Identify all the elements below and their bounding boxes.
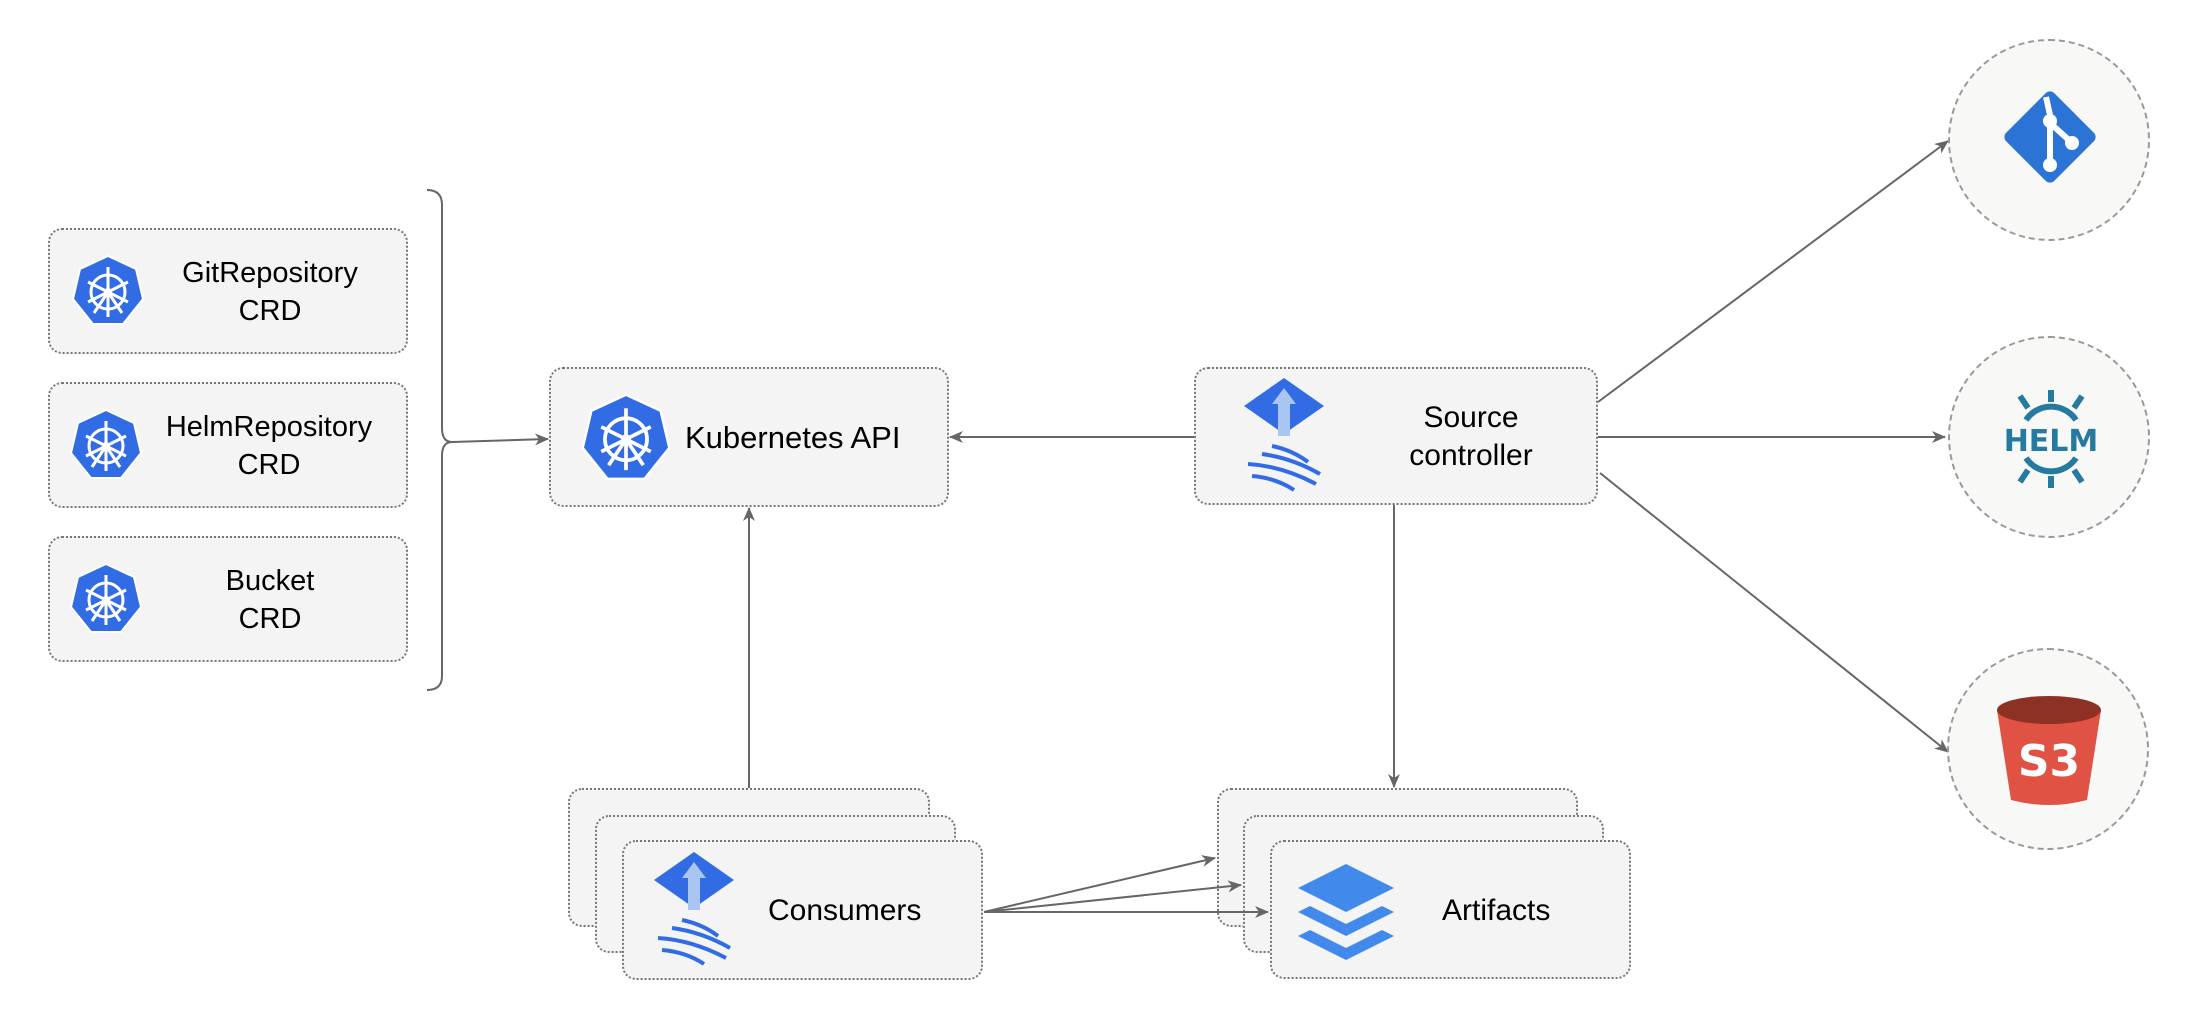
kubernetes-icon: [69, 408, 143, 480]
crd-kind: CRD: [237, 449, 301, 481]
consumers-box[interactable]: Consumers: [622, 840, 983, 980]
edge-controller-to-s3: [1599, 472, 1949, 753]
crd-kind: CRD: [238, 295, 302, 327]
kubernetes-icon: [580, 392, 672, 481]
kubernetes-api-label: Kubernetes API: [685, 420, 901, 455]
helm-icon: HELM: [2004, 390, 2099, 488]
edge-controller-to-git: [1597, 140, 1949, 403]
git-source[interactable]: [1948, 39, 2150, 241]
kubernetes-api-box[interactable]: Kubernetes API: [549, 367, 949, 507]
crd-name: Bucket: [225, 565, 315, 597]
crd-brace: [426, 189, 453, 691]
flux-icon: [1242, 378, 1326, 492]
helm-source[interactable]: HELM: [1948, 336, 2150, 538]
artifacts-box[interactable]: Artifacts: [1270, 840, 1631, 979]
artifacts-label: Artifacts: [1442, 894, 1551, 927]
crd-name: HelmRepository: [165, 411, 373, 443]
consumers-label: Consumers: [768, 894, 922, 927]
kubernetes-icon: [71, 254, 145, 326]
source-controller-box[interactable]: Source controller: [1194, 367, 1598, 505]
git-icon: [2004, 91, 2096, 183]
layers-icon: [1298, 864, 1394, 960]
kubernetes-icon: [69, 562, 143, 634]
s3-icon: S3: [1997, 696, 2101, 805]
source-controller-line2: controller: [1409, 439, 1533, 472]
s3-source[interactable]: S3: [1947, 648, 2149, 850]
edge-crds-to-api: [451, 433, 549, 446]
crd-kind: CRD: [238, 603, 302, 635]
crd-name: GitRepository: [182, 257, 358, 289]
flux-icon: [652, 852, 736, 966]
helm-text: HELM: [2004, 424, 2099, 459]
source-controller-line1: Source: [1423, 401, 1519, 434]
s3-text: S3: [2018, 736, 2080, 787]
